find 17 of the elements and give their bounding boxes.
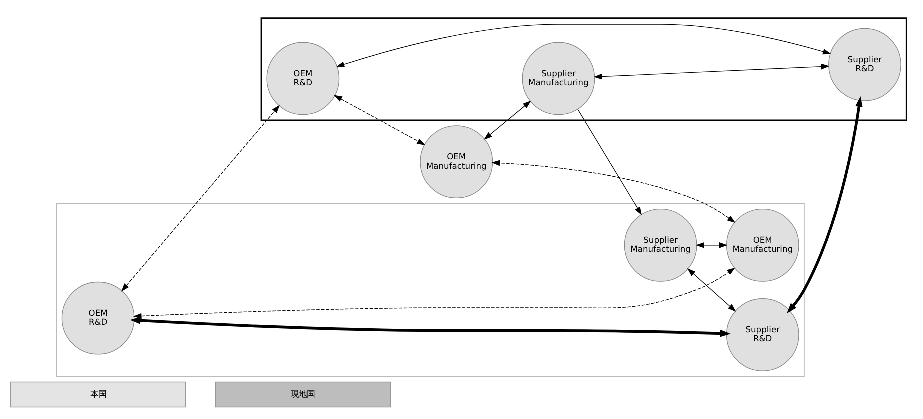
cluster <box>56 202 805 377</box>
arrow <box>334 94 426 145</box>
node-circle: Supplier R&D <box>828 28 902 101</box>
arrow <box>492 160 736 223</box>
node-box: 現地国 <box>215 381 392 408</box>
arrow <box>687 268 736 312</box>
arrow <box>594 63 830 80</box>
arrow <box>133 267 736 319</box>
arrow <box>787 96 863 314</box>
arrow <box>578 108 642 215</box>
arrow <box>130 316 731 337</box>
arrow <box>336 24 832 67</box>
node-box: 本国 <box>10 381 186 408</box>
arrow <box>121 104 280 292</box>
cluster <box>260 17 908 121</box>
arrow <box>696 242 728 248</box>
arrow <box>484 100 532 140</box>
